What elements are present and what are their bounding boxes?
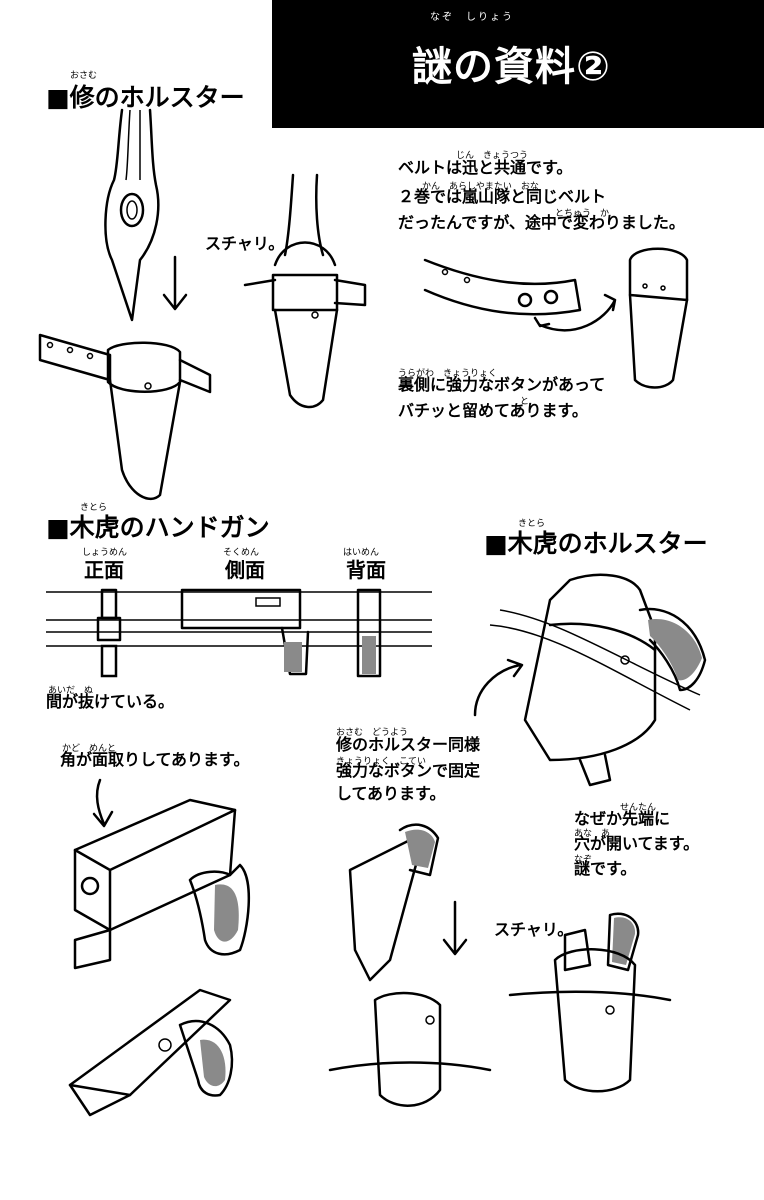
hole-note-ruby-3: なぞ xyxy=(574,855,593,865)
osamu-heading: ■修のホルスター xyxy=(46,83,245,112)
belt-buttons-illustration xyxy=(423,247,689,389)
gap-note-ruby: あいだ ぬ xyxy=(48,686,94,696)
down-arrow-icon xyxy=(162,255,188,311)
kitora-gun-insert-illustration xyxy=(328,823,492,1107)
osamu-sfx: スチャリ。 xyxy=(205,234,285,253)
osamu-heading-ruby: おさむ xyxy=(70,71,98,81)
button-note-line-1: 裏側に強力なボタンがあって xyxy=(398,375,606,394)
hole-note-line-3: 謎です。 xyxy=(574,859,637,878)
belt-note-line-3: だったんですが、途中で変わりました。 xyxy=(398,213,685,232)
belt-note-ruby-1: じん きょうつう xyxy=(456,151,529,161)
kitora-sfx: スチャリ。 xyxy=(494,920,574,939)
down-arrow-icon-2 xyxy=(442,900,468,956)
kitora-holster-heading: ■木虎のホルスター xyxy=(484,529,708,558)
belt-note-ruby-3: とちゅう か xyxy=(555,209,610,219)
button-note-ruby-1: うらがわ きょうりょく xyxy=(398,369,498,379)
belt-note-line-2: ２巻では嵐山隊と同じベルト xyxy=(398,187,607,206)
kitora-gun-heading: ■木虎のハンドガン xyxy=(46,513,270,542)
corner-note: 角が面取りしてあります。 xyxy=(60,750,250,769)
view-back-label: 背面 xyxy=(346,558,386,582)
osamu-trigger-illustration xyxy=(104,108,160,322)
hole-note-ruby-1: せんたん xyxy=(620,803,657,813)
button-note-line-2: バチッと留めてあります。 xyxy=(398,401,588,420)
same-note-line-2: 強力なボタンで固定 xyxy=(336,761,481,780)
hole-note-line-2: 穴が開いてます。 xyxy=(574,834,700,853)
hole-note-line-1: なぜか先端に xyxy=(574,809,671,828)
kitora-holstered-illustration xyxy=(508,912,672,1093)
gun-orthographic-views xyxy=(46,588,432,678)
view-front-label: 正面 xyxy=(84,558,124,582)
view-back-ruby: はいめん xyxy=(343,548,380,558)
corner-note-ruby: かど めんと xyxy=(62,744,117,754)
view-side-ruby: そくめん xyxy=(223,548,260,558)
hole-note-ruby-2: あな あ xyxy=(574,829,611,839)
handgun-angle-illustration xyxy=(68,988,234,1117)
view-front-ruby: しょうめん xyxy=(82,548,128,558)
osamu-holster-inserted-illustration xyxy=(243,173,367,409)
same-note-line-1: 修のホルスター同様 xyxy=(336,735,481,754)
same-note-line-3: してあります。 xyxy=(336,784,446,803)
gap-note: 間が抜けている。 xyxy=(46,692,175,711)
kitora-gun-heading-ruby: きとら xyxy=(80,503,108,513)
curved-arrow-to-button-icon xyxy=(473,658,524,717)
osamu-holster-illustration xyxy=(38,333,212,501)
same-note-ruby-1: おさむ どうよう xyxy=(336,728,409,738)
title-banner xyxy=(272,0,764,128)
same-note-ruby-2: きょうりょく こてい xyxy=(336,757,427,767)
button-note-ruby-2: と xyxy=(520,397,530,407)
view-side-label: 側面 xyxy=(225,558,265,582)
kitora-holster-heading-ruby: きとら xyxy=(518,519,546,529)
title-ruby: なぞ しりょう xyxy=(430,12,514,23)
page-title: 謎の資料② xyxy=(412,44,611,90)
kitora-holster-illustration xyxy=(489,573,707,787)
belt-note-ruby-2: かん あらしやまたい おな xyxy=(422,182,539,192)
curved-arrow-icon xyxy=(92,778,114,828)
belt-note-line-1: ベルトは迅と共通です。 xyxy=(398,158,573,177)
handgun-perspective-illustration xyxy=(73,798,251,970)
